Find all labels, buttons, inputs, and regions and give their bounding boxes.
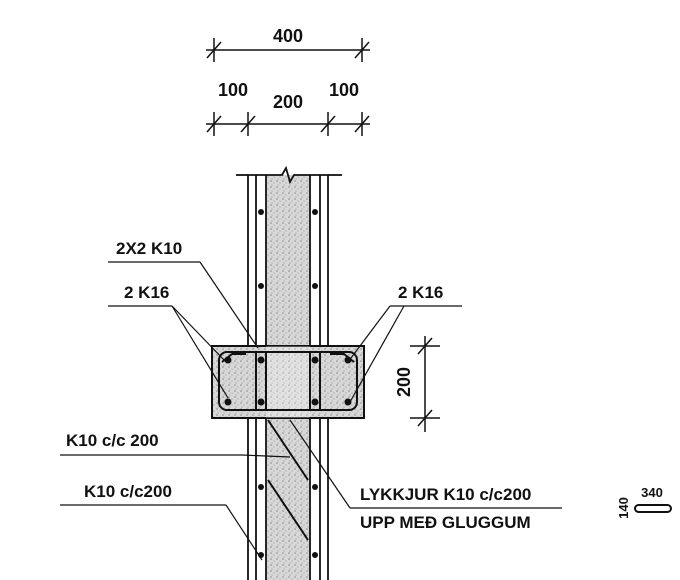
label-left-rebar: 2 K16 [124,283,169,302]
dimension-400-label: 400 [273,26,303,46]
leader-lines [60,261,562,561]
loop-detail [634,504,672,513]
dimension-beam-height-label: 200 [394,367,414,397]
label-loop-line2: UPP MEÐ GLUGGUM [360,513,531,532]
dimension-100-right-label: 100 [329,80,359,100]
label-stirrup-2: K10 c/c200 [84,482,172,501]
loop-bars [267,419,309,541]
label-stirrup-1: K10 c/c 200 [66,431,159,450]
beam-section [211,345,365,419]
label-loop-line1: LYKKJUR K10 c/c200 [360,485,531,504]
label-top-rebar: 2X2 K10 [116,239,182,258]
detail-width-label: 340 [641,485,663,500]
detail-height-label: 140 [616,497,631,519]
dimension-overall [206,38,370,62]
label-right-rebar: 2 K16 [398,283,443,302]
dimension-200-label: 200 [273,92,303,112]
dimension-parts [206,112,370,136]
dimension-beam-height [410,336,440,432]
dimension-100-left-label: 100 [218,80,248,100]
